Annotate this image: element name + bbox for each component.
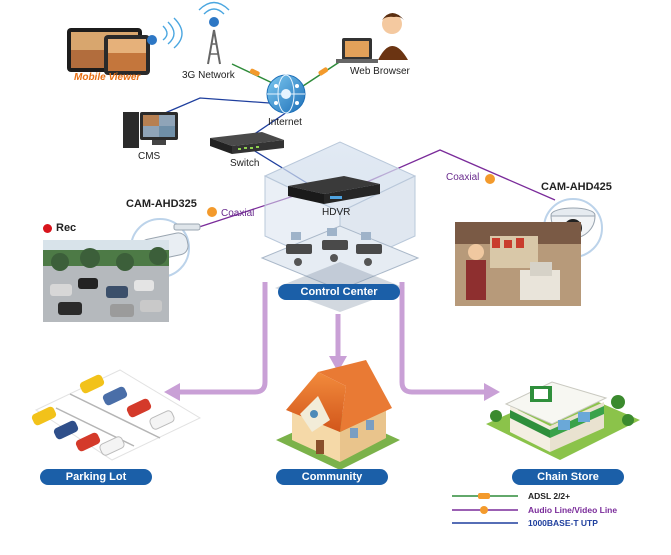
parking-camera-view-image	[43, 240, 169, 322]
arrow-heads	[164, 356, 500, 401]
chain-store-label: Chain Store	[512, 469, 624, 485]
3g-network-label: 3G Network	[182, 70, 235, 81]
legend-adsl-label: ADSL 2/2+	[528, 491, 571, 501]
cam-ahd425-label: CAM-AHD425	[541, 181, 612, 193]
record-indicator-icon	[43, 224, 52, 233]
internet-globe-icon	[266, 74, 306, 114]
legend-utp-label: 1000BASE-T UTP	[528, 518, 598, 528]
coaxial-left-label: Coaxial	[221, 208, 255, 219]
mobile-viewer-label: Mobile Viewer	[74, 72, 141, 83]
community-label: Community	[276, 469, 388, 485]
cms-label: CMS	[138, 151, 161, 162]
mobile-viewer-devices	[67, 28, 157, 75]
parking-lot-label: Parking Lot	[40, 469, 152, 485]
3g-tower-icon	[198, 1, 230, 65]
rec-label: Rec	[56, 222, 77, 234]
chain-store-illustration	[486, 381, 640, 460]
legend-audio-video-label: Audio Line/Video Line	[528, 505, 618, 515]
web-browser-label: Web Browser	[350, 66, 410, 77]
switch-label: Switch	[230, 158, 260, 169]
store-camera-view-image	[455, 222, 581, 306]
switch-icon	[210, 132, 284, 154]
wireless-signal-icon	[162, 17, 183, 49]
coaxial-right-label: Coaxial	[446, 172, 480, 183]
legend-swatches	[452, 493, 518, 524]
control-center-label: Control Center	[278, 284, 400, 300]
cms-computer-icon	[123, 112, 178, 148]
community-house-illustration	[276, 360, 400, 470]
parking-lot-illustration	[31, 369, 202, 461]
hdvr-device-icon	[288, 176, 380, 204]
web-browser-user-icon	[336, 13, 408, 63]
cam-ahd325-label: CAM-AHD325	[126, 198, 197, 210]
hdvr-label: HDVR	[322, 207, 351, 218]
flow-arrows	[178, 282, 486, 395]
internet-label: Internet	[268, 117, 302, 128]
